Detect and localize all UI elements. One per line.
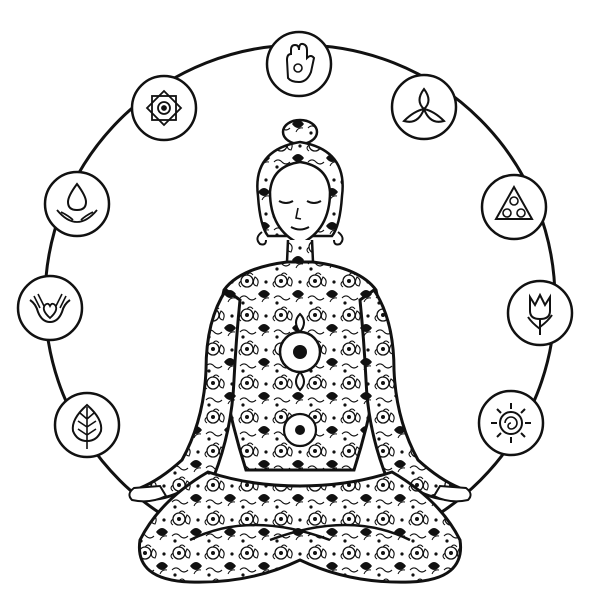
sun-spiral-icon <box>477 389 545 457</box>
belly-flower <box>282 412 318 448</box>
triskelion-icon <box>480 173 548 241</box>
hamsa-hand-icon <box>265 30 333 98</box>
legs <box>137 470 463 584</box>
hair-bun <box>281 118 319 146</box>
face <box>268 160 332 246</box>
left-hand <box>128 484 168 503</box>
left-arm <box>135 287 242 502</box>
tree-leaf-icon <box>53 391 121 459</box>
mandala-flower-icon <box>130 74 198 142</box>
meditating-figure <box>128 118 472 584</box>
neck <box>285 239 315 264</box>
tulip-icon <box>506 279 574 347</box>
chest-flower <box>278 312 322 392</box>
right-hand <box>432 484 472 503</box>
water-drop-lotus-icon <box>43 170 111 238</box>
right-arm <box>358 287 465 502</box>
three-leaves-icon <box>390 73 458 141</box>
heart-hands-icon <box>16 274 84 342</box>
